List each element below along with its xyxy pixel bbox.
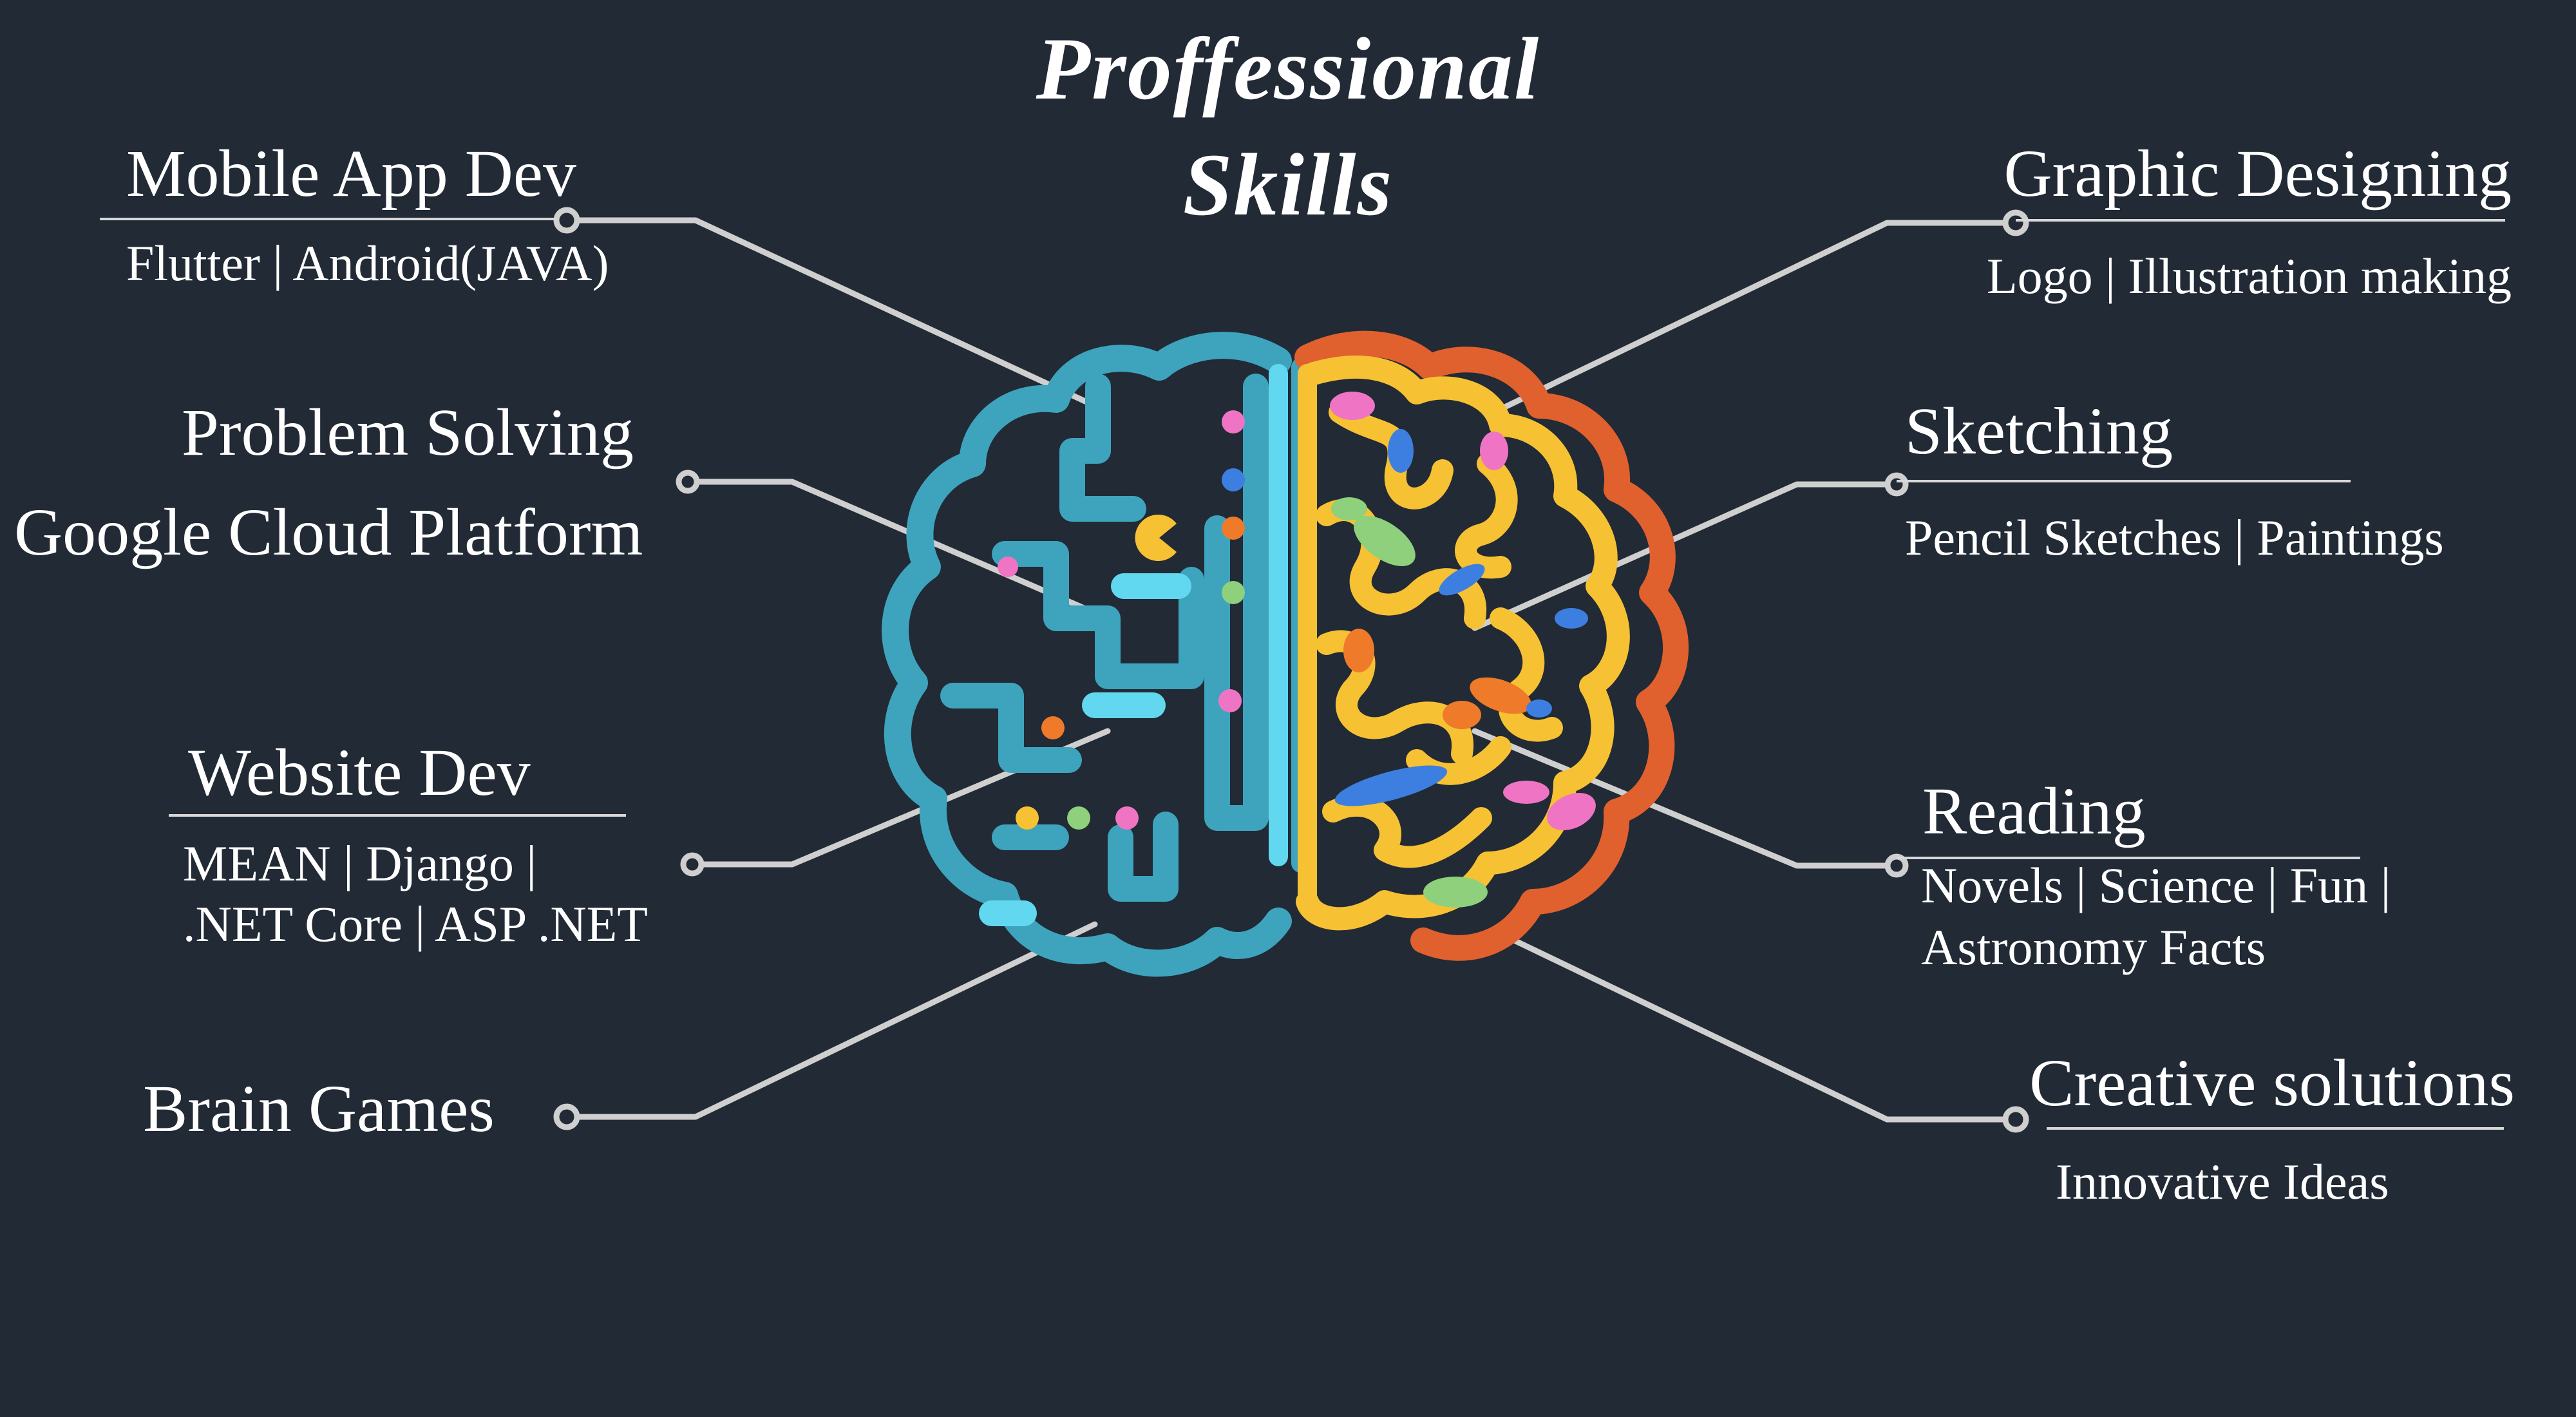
skill-detail-sketching: Pencil Sketches | Paintings: [1905, 509, 2444, 566]
skill-detail-reading-1: Novels | Science | Fun |: [1921, 857, 2391, 913]
node-mobile-app-dev: [553, 207, 580, 234]
skill-detail-reading-2: Astronomy Facts: [1921, 919, 2266, 975]
skill-detail-website-dev-1: MEAN | Django |: [183, 835, 537, 891]
connector-mobile-app-dev: [564, 217, 1098, 409]
node-sketching: [1884, 472, 1909, 497]
skill-heading-creative-solutions: Creative solutions: [2029, 1046, 2515, 1120]
brain-left-hemisphere: [882, 332, 1311, 977]
skill-detail-website-dev-2: .NET Core | ASP .NET: [183, 896, 648, 952]
node-graphic-designing: [2002, 209, 2029, 236]
underline-graphic-designing: [2016, 219, 2505, 222]
pacman-icon: [1135, 515, 1177, 561]
connector-brain-games: [564, 921, 1098, 1120]
skill-detail-graphic-designing: Logo | Illustration making: [1986, 248, 2512, 304]
node-website-dev: [680, 852, 705, 877]
underline-mobile-app-dev: [100, 218, 557, 220]
title-line-1: Proffessional: [1036, 19, 1540, 118]
brain-right-swirls: [1330, 392, 1596, 908]
skill-heading-graphic-designing: Graphic Designing: [2003, 137, 2512, 211]
skill-detail-problem-solving: Google Cloud Platform: [14, 495, 643, 569]
skill-heading-sketching: Sketching: [1905, 394, 2173, 468]
connector-website-dev: [689, 728, 1111, 868]
brain-left-dots: [998, 410, 1245, 830]
connector-sketching: [1472, 481, 1900, 631]
underline-website-dev: [169, 814, 626, 817]
skill-heading-website-dev: Website Dev: [188, 736, 531, 810]
skill-detail-creative-solutions: Innovative Ideas: [2056, 1154, 2389, 1210]
node-brain-games: [553, 1103, 580, 1130]
skill-heading-reading: Reading: [1922, 774, 2146, 848]
underline-creative-solutions: [2047, 1127, 2504, 1130]
skill-heading-mobile-app-dev: Mobile App Dev: [126, 137, 577, 211]
node-reading: [1884, 853, 1909, 878]
underline-sketching: [1897, 480, 2351, 482]
title-line-2: Skills: [1182, 135, 1394, 234]
skill-heading-problem-solving: Problem Solving: [182, 395, 634, 470]
connector-graphic-designing: [1491, 220, 2019, 415]
underline-reading: [1897, 857, 2360, 859]
node-problem-solving: [676, 470, 700, 494]
node-creative-solutions: [2002, 1106, 2029, 1133]
skill-heading-brain-games: Brain Games: [143, 1072, 495, 1146]
connector-creative-solutions: [1491, 927, 2019, 1123]
skill-detail-mobile-app-dev: Flutter | Android(JAVA): [126, 235, 609, 291]
